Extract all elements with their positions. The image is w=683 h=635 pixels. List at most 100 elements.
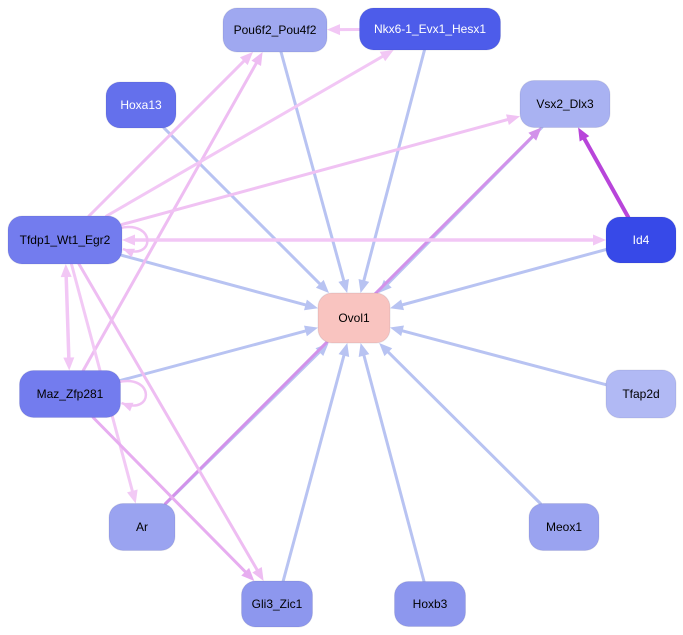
node-nkx6[interactable]: Nkx6-1_Evx1_Hesx1 — [359, 7, 501, 51]
edge-arrowhead — [251, 52, 263, 67]
edge-tfdp1-vsx2 — [120, 114, 520, 226]
node-pou6f2[interactable]: Pou6f2_Pou4f2 — [222, 7, 328, 53]
edge-arrowhead — [390, 299, 404, 311]
edge-arrowhead — [241, 567, 255, 581]
node-maz[interactable]: Maz_Zfp281 — [19, 370, 121, 418]
node-box-vsx2[interactable] — [519, 80, 611, 128]
edge-arrowhead — [239, 52, 253, 66]
node-hoxb3[interactable]: Hoxb3 — [394, 581, 466, 627]
edge-line — [396, 248, 608, 308]
edge-arrowhead — [252, 566, 264, 581]
edge-tfdp1-nkx6 — [105, 50, 394, 218]
edge-arrowhead — [123, 248, 135, 258]
node-box-meox1[interactable] — [528, 503, 600, 551]
node-label-pou6f2: Pou6f2_Pou4f2 — [234, 23, 317, 37]
edge-arrowhead — [63, 357, 75, 371]
edge-line — [120, 253, 312, 308]
edge-maz-ovol1 — [119, 325, 318, 382]
edge-nkx6-ovol1 — [358, 48, 426, 293]
node-label-hoxb3: Hoxb3 — [413, 597, 448, 611]
node-label-nkx6: Nkx6-1_Evx1_Hesx1 — [374, 22, 486, 36]
node-box-ar[interactable] — [108, 503, 176, 551]
edge-line — [120, 116, 514, 226]
self-loop — [118, 379, 148, 407]
edge-gli3-ovol1 — [281, 343, 350, 583]
node-vsx2[interactable]: Vsx2_Dlx3 — [519, 80, 611, 128]
node-box-ovol1[interactable] — [317, 292, 391, 344]
edge-pou6f2-ovol1 — [279, 50, 350, 293]
edge-arrowhead — [379, 50, 394, 62]
edge-tfdp1-tfdp1 — [119, 225, 149, 258]
edge-arrowhead — [578, 127, 590, 142]
edge-hoxb3-ovol1 — [358, 343, 426, 583]
edge-meox1-ovol1 — [379, 343, 542, 505]
edge-line — [77, 262, 261, 576]
edge-line — [396, 328, 608, 387]
node-box-id4[interactable] — [605, 216, 677, 264]
edge-arrowhead — [593, 234, 606, 246]
edge-arrowhead — [338, 343, 350, 357]
edge-arrowhead — [127, 489, 138, 504]
edge-arrowhead — [121, 402, 134, 412]
node-gli3[interactable]: Gli3_Zic1 — [241, 580, 313, 628]
edge-id4-ovol1 — [390, 248, 608, 311]
edge-maz-gli3 — [91, 416, 255, 581]
node-label-hoxa13: Hoxa13 — [120, 98, 162, 112]
edge-tfap2d-ovol1 — [390, 325, 608, 387]
node-box-tfdp1[interactable] — [7, 215, 123, 265]
edge-tfdp1-maz — [60, 264, 75, 371]
node-ovol1[interactable]: Ovol1 — [317, 292, 391, 344]
node-label-vsx2: Vsx2_Dlx3 — [536, 97, 594, 111]
edge-arrowhead — [60, 264, 72, 278]
node-hoxa13[interactable]: Hoxa13 — [105, 81, 177, 129]
edge-line — [361, 48, 426, 287]
edge-line — [580, 132, 631, 219]
node-ar[interactable]: Ar — [108, 503, 176, 551]
edge-line — [281, 349, 347, 583]
node-label-maz: Maz_Zfp281 — [37, 387, 104, 401]
edge-arrowhead — [358, 279, 370, 293]
edge-id4-vsx2 — [578, 127, 631, 219]
edge-arrowhead — [379, 343, 393, 357]
edge-arrowhead — [315, 343, 329, 357]
edge-arrowhead — [304, 325, 318, 337]
node-id4[interactable]: Id4 — [605, 216, 677, 264]
node-tfdp1[interactable]: Tfdp1_Wt1_Egr2 — [7, 215, 123, 265]
edge-arrowhead — [390, 325, 404, 337]
edge-arrowhead — [528, 127, 542, 141]
edge-arrowhead — [338, 279, 350, 293]
edge-line — [279, 50, 347, 287]
node-meox1[interactable]: Meox1 — [528, 503, 600, 551]
edge-arrowhead — [506, 114, 520, 125]
edge-arrowhead — [122, 234, 135, 246]
edge-line — [105, 52, 388, 218]
edge-arrowhead — [327, 24, 341, 36]
node-box-maz[interactable] — [19, 370, 121, 418]
edge-line — [162, 126, 325, 289]
node-box-pou6f2[interactable] — [222, 7, 328, 53]
edge-hoxa13-ovol1 — [162, 126, 329, 293]
edge-arrowhead — [304, 299, 318, 311]
node-box-hoxb3[interactable] — [394, 581, 466, 627]
edge-line — [64, 270, 71, 364]
node-box-tfap2d[interactable] — [605, 369, 677, 419]
node-label-tfap2d: Tfap2d — [622, 387, 659, 401]
edge-tfdp1-id4 — [122, 234, 606, 246]
edge-line — [91, 416, 250, 577]
edge-line — [119, 328, 312, 382]
edge-nkx6-pou6f2 — [327, 24, 361, 36]
node-label-meox1: Meox1 — [546, 520, 582, 534]
edge-tfdp1-ovol1 — [120, 253, 318, 311]
node-tfap2d[interactable]: Tfap2d — [605, 369, 677, 419]
node-box-nkx6[interactable] — [359, 7, 501, 51]
edge-arrowhead — [358, 343, 370, 357]
edge-arrowhead — [378, 279, 392, 293]
edge-line — [87, 56, 249, 218]
node-label-gli3: Gli3_Zic1 — [252, 597, 303, 611]
node-box-gli3[interactable] — [241, 580, 313, 628]
node-label-ovol1: Ovol1 — [338, 311, 370, 325]
node-label-ar: Ar — [136, 520, 148, 534]
node-box-hoxa13[interactable] — [105, 81, 177, 129]
